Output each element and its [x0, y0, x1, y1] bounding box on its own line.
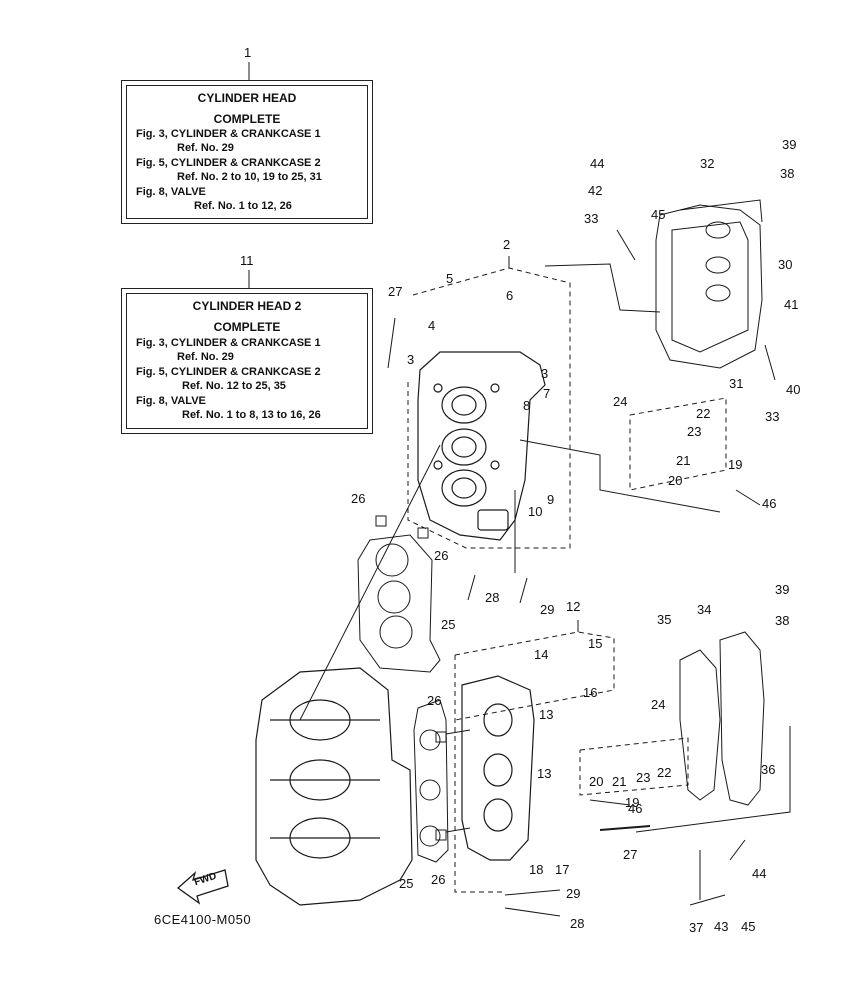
callout-24: 24 — [651, 697, 666, 712]
callout-22: 22 — [696, 406, 711, 421]
callout-32: 32 — [700, 156, 715, 171]
box1-line-4: Ref. No. 2 to 10, 19 to 25, 31 — [177, 171, 322, 183]
cylinder-head-1 — [417, 351, 546, 541]
box1-line-6: Ref. No. 1 to 12, 26 — [194, 200, 292, 212]
callout-9: 9 — [547, 492, 555, 507]
callout-20: 20 — [668, 473, 683, 488]
callout-44: 44 — [590, 156, 605, 171]
head-cover-30 — [655, 199, 763, 369]
callout-23: 23 — [636, 770, 651, 785]
box1-title: CYLINDER HEAD — [197, 91, 297, 105]
callout-5: 5 — [446, 271, 454, 286]
box2-line-4: Ref. No. 12 to 25, 35 — [182, 380, 286, 392]
callout-13: 13 — [537, 766, 552, 781]
callout-19: 19 — [625, 795, 640, 810]
box2-line-3: Fig. 5, CYLINDER & CRANKCASE 2 — [136, 366, 321, 378]
callout-39: 39 — [782, 137, 797, 152]
callout-46: 46 — [762, 496, 777, 511]
callout-33: 33 — [765, 409, 780, 424]
callout-3: 3 — [541, 366, 549, 381]
callout-24: 24 — [613, 394, 628, 409]
callout-27: 27 — [388, 284, 403, 299]
callout-21: 21 — [612, 774, 627, 789]
box1-line-1: Fig. 3, CYLINDER & CRANKCASE 1 — [136, 128, 321, 140]
callout-29: 29 — [566, 886, 581, 901]
box1-line-2: Ref. No. 29 — [177, 142, 234, 154]
box2-line-1: Fig. 3, CYLINDER & CRANKCASE 1 — [136, 337, 321, 349]
callout-45: 45 — [741, 919, 756, 934]
box2-line-5: Fig. 8, VALVE — [136, 395, 206, 407]
box2-line-2: Ref. No. 29 — [177, 351, 234, 363]
callout-3: 3 — [407, 352, 415, 367]
callout-35: 35 — [657, 612, 672, 627]
callout-28: 28 — [570, 916, 585, 931]
box1-line-5: Fig. 8, VALVE — [136, 186, 206, 198]
diagram-code: 6CE4100-M050 — [154, 912, 252, 927]
callout-23: 23 — [687, 424, 702, 439]
info-box-cylinder-head-2: CYLINDER HEAD 2 COMPLETE Fig. 3, CYLINDE… — [121, 288, 373, 434]
callout-6: 6 — [506, 288, 514, 303]
callout-21: 21 — [676, 453, 691, 468]
callout-45: 45 — [651, 207, 666, 222]
info-box-cylinder-head: CYLINDER HEAD COMPLETE Fig. 3, CYLINDER … — [121, 80, 373, 224]
callout-10: 10 — [528, 504, 543, 519]
fwd-arrow — [176, 869, 229, 905]
callout-34: 34 — [697, 602, 712, 617]
cylinder-head-2 — [461, 675, 535, 861]
callout-25: 25 — [441, 617, 456, 632]
callout-19: 19 — [728, 457, 743, 472]
group-2-bracket — [407, 267, 571, 549]
callout-44: 44 — [752, 866, 767, 881]
callout-43: 43 — [714, 919, 729, 934]
callout-31: 31 — [729, 376, 744, 391]
callout-18: 18 — [529, 862, 544, 877]
callout-26: 26 — [351, 491, 366, 506]
callout-20: 20 — [589, 774, 604, 789]
callout-13: 13 — [539, 707, 554, 722]
callout-29: 29 — [540, 602, 555, 617]
callout-25: 25 — [399, 876, 414, 891]
gasket-25-upper — [357, 534, 441, 673]
callout-46: 46 — [628, 801, 643, 816]
callout-16: 16 — [583, 685, 598, 700]
callout-26: 26 — [427, 693, 442, 708]
head-cover-35 — [679, 631, 765, 806]
box2-line-6: Ref. No. 1 to 8, 13 to 16, 26 — [182, 409, 321, 421]
gasket-25-lower — [413, 699, 449, 863]
callout-33: 33 — [584, 211, 599, 226]
ref-1: 1 — [244, 45, 252, 60]
callout-37: 37 — [689, 920, 704, 935]
callout-42: 42 — [588, 183, 603, 198]
callout-4: 4 — [428, 318, 436, 333]
box1-subtitle: COMPLETE — [213, 112, 281, 126]
callout-22: 22 — [657, 765, 672, 780]
callout-38: 38 — [780, 166, 795, 181]
callout-17: 17 — [555, 862, 570, 877]
box1-line-3: Fig. 5, CYLINDER & CRANKCASE 2 — [136, 157, 321, 169]
callout-26: 26 — [431, 872, 446, 887]
callout-27: 27 — [623, 847, 638, 862]
callout-15: 15 — [588, 636, 603, 651]
callout-12: 12 — [566, 599, 581, 614]
cylinder-block — [255, 667, 413, 906]
callout-40: 40 — [786, 382, 801, 397]
callout-41: 41 — [784, 297, 799, 312]
callout-26: 26 — [434, 548, 449, 563]
callout-8: 8 — [523, 398, 531, 413]
box2-subtitle: COMPLETE — [213, 320, 281, 334]
callout-2: 2 — [503, 237, 511, 252]
ref-11: 11 — [240, 253, 254, 268]
callout-30: 30 — [778, 257, 793, 272]
group-12-bracket — [454, 631, 615, 721]
callout-39: 39 — [775, 582, 790, 597]
callout-28: 28 — [485, 590, 500, 605]
callout-14: 14 — [534, 647, 549, 662]
callout-7: 7 — [543, 386, 551, 401]
box2-title: CYLINDER HEAD 2 — [192, 299, 302, 313]
callout-36: 36 — [761, 762, 776, 777]
callout-38: 38 — [775, 613, 790, 628]
